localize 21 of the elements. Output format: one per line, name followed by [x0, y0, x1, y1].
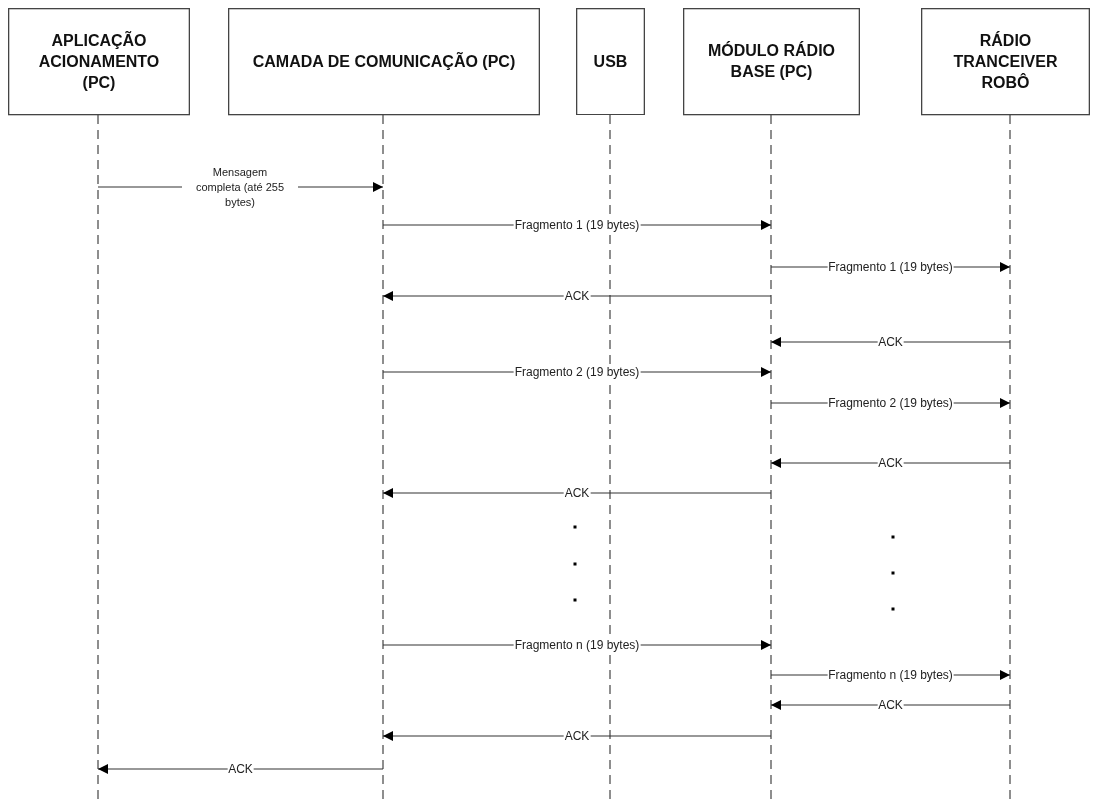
edge-label: Fragmento 2 (19 bytes)	[827, 395, 954, 411]
message-arrow	[382, 488, 772, 498]
participant-name: CAMADA DE COMUNICAÇÃO (PC)	[251, 51, 517, 72]
message-arrow	[382, 731, 772, 741]
participant-name: MÓDULO RÁDIO BASE (PC)	[706, 40, 837, 82]
edge-label: Fragmento 1 (19 bytes)	[827, 259, 954, 275]
participant-lifeline	[8, 8, 190, 800]
message-arrow	[770, 700, 1011, 710]
edge-label: Fragmento 2 (19 bytes)	[513, 364, 641, 380]
participant-lifeline	[576, 8, 645, 115]
edge-label: Fragmento n (19 bytes)	[827, 667, 954, 683]
edge-label: Fragmento n (19 bytes)	[513, 637, 641, 653]
message-arrow	[382, 291, 772, 301]
message-arrow	[770, 458, 1011, 468]
participant-name: USB	[592, 51, 629, 72]
edge-label: Fragmento 1 (19 bytes)	[513, 217, 641, 233]
participant-name: APLICAÇÃO ACIONAMENTO (PC)	[37, 30, 161, 93]
message-arrow	[97, 764, 384, 774]
participant-lifeline	[921, 8, 1090, 800]
participant-name: RÁDIO TRANCEIVER ROBÔ	[952, 30, 1059, 93]
message-arrow	[770, 337, 1011, 347]
